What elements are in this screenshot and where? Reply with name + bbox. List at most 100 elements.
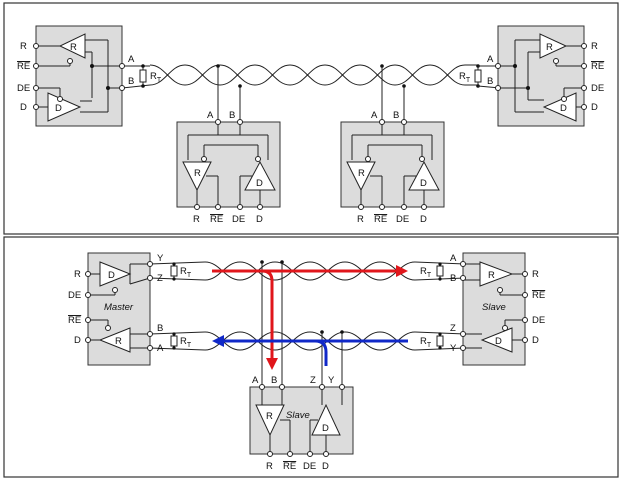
slave-bottom-transceiver: A B Z Y R Slave D R RE DE D [249, 260, 354, 472]
top-twisted-pair [149, 64, 478, 86]
receiver-label: R [70, 42, 77, 53]
bus-b-label: B [157, 323, 163, 334]
receiver-triangle [539, 33, 568, 59]
pin-re-label: RE [283, 461, 296, 472]
bus-a-label: A [450, 253, 457, 264]
pin-de-label: DE [591, 83, 604, 94]
receiver-label: R [194, 168, 201, 179]
bus-z-label: Z [157, 273, 163, 284]
bus-b-label: B [450, 273, 456, 284]
receiver-triangle [479, 261, 514, 287]
receiver-label: R [358, 168, 365, 179]
rt-label: R [459, 71, 466, 82]
pin-d-label: D [20, 102, 27, 113]
driver-label: D [420, 178, 427, 189]
rt-subscript: T [427, 342, 432, 349]
bus-a-label: A [207, 110, 214, 121]
bus-a-label: A [487, 54, 494, 65]
slave-label: Slave [286, 410, 310, 421]
receiver-label: R [266, 411, 273, 422]
top-node-1: A B R D R RE DE D [176, 64, 281, 225]
bus-b-label: B [487, 76, 493, 87]
pin-r-label: R [357, 214, 364, 225]
driver-label: D [322, 423, 329, 434]
bus-y-label: Y [157, 253, 164, 264]
svg-text:RT: RT [180, 336, 192, 349]
svg-text:RT: RT [180, 266, 192, 279]
driver-label: D [256, 178, 263, 189]
pin-de-label: DE [532, 315, 545, 326]
bus-z-label: Z [450, 323, 456, 334]
slave-label: Slave [482, 302, 506, 313]
pin-re-label: RE [532, 290, 545, 301]
bus-a-label: A [371, 110, 378, 121]
pin-d-label: D [256, 214, 263, 225]
pin-re-label: RE [210, 214, 223, 225]
bus-b-label: B [271, 375, 277, 386]
return-signal-arrow [212, 335, 408, 366]
pin-d-label: D [532, 335, 539, 346]
pin-re-label: RE [68, 315, 81, 326]
pin-d-label: D [420, 214, 427, 225]
pin-de-label: DE [303, 461, 316, 472]
driver-label: D [560, 103, 567, 114]
rt-label: R [180, 266, 187, 277]
svg-text:RT: RT [420, 336, 432, 349]
pin-de-label: DE [68, 290, 81, 301]
pin-de-label: DE [232, 214, 245, 225]
rt-label: R [420, 336, 427, 347]
top-left-termination-resistor: RT [139, 64, 162, 88]
pin-d-label: D [322, 461, 329, 472]
pin-re-label: RE [374, 214, 387, 225]
bus-y-label: Y [328, 375, 335, 386]
bus-b-label: B [128, 76, 134, 87]
pin-d-label: D [591, 102, 598, 113]
pin-r-label: R [20, 41, 27, 52]
bus-a-label: A [252, 375, 259, 386]
rt-subscript: T [466, 77, 471, 84]
master-label: Master [104, 302, 134, 313]
rt-label: R [150, 71, 157, 82]
pin-de-label: DE [396, 214, 409, 225]
bottom-upper-twisted-pair [149, 261, 466, 281]
pin-re-label: RE [591, 61, 604, 72]
pin-r-label: R [74, 269, 81, 280]
top-right-transceiver: R D A B R RE DE D [487, 25, 604, 127]
driver-label: D [108, 270, 115, 281]
receiver-triangle [58, 33, 86, 59]
rt-label: R [420, 266, 427, 277]
receiver-label: R [115, 336, 122, 347]
forward-signal-arrow [212, 265, 408, 370]
bus-z-label: Z [310, 375, 316, 386]
slave-right-transceiver: R Slave D A B Z Y R RE DE D [450, 252, 545, 366]
bus-a-label: A [128, 54, 135, 65]
bus-b-label: B [393, 110, 399, 121]
pin-r-label: R [266, 461, 273, 472]
bottom-left-termination-resistors: RT RT [170, 262, 192, 350]
bottom-right-termination-resistors: RT RT [420, 262, 444, 350]
receiver-triangle [182, 161, 212, 192]
svg-text:RT: RT [150, 71, 162, 84]
driver-label: D [55, 103, 62, 114]
svg-text:RT: RT [420, 266, 432, 279]
receiver-triangle [255, 404, 285, 437]
rt-label: R [180, 336, 187, 347]
pin-d-label: D [74, 335, 81, 346]
top-left-transceiver: R D R RE DE D A B [17, 25, 151, 127]
master-transceiver: D Master R R DE RE D Y Z B A [68, 252, 164, 366]
pin-re-label: RE [17, 61, 30, 72]
bus-a-label: A [157, 343, 164, 354]
driver-label: D [495, 336, 502, 347]
receiver-triangle [346, 161, 376, 192]
rt-subscript: T [187, 272, 192, 279]
rt-subscript: T [427, 272, 432, 279]
pin-r-label: R [193, 214, 200, 225]
top-node-2: A B R D R RE DE D [340, 64, 445, 225]
pin-r-label: R [591, 41, 598, 52]
rt-subscript: T [187, 342, 192, 349]
receiver-label: R [488, 270, 495, 281]
receiver-label: R [546, 42, 553, 53]
bus-b-label: B [229, 110, 235, 121]
